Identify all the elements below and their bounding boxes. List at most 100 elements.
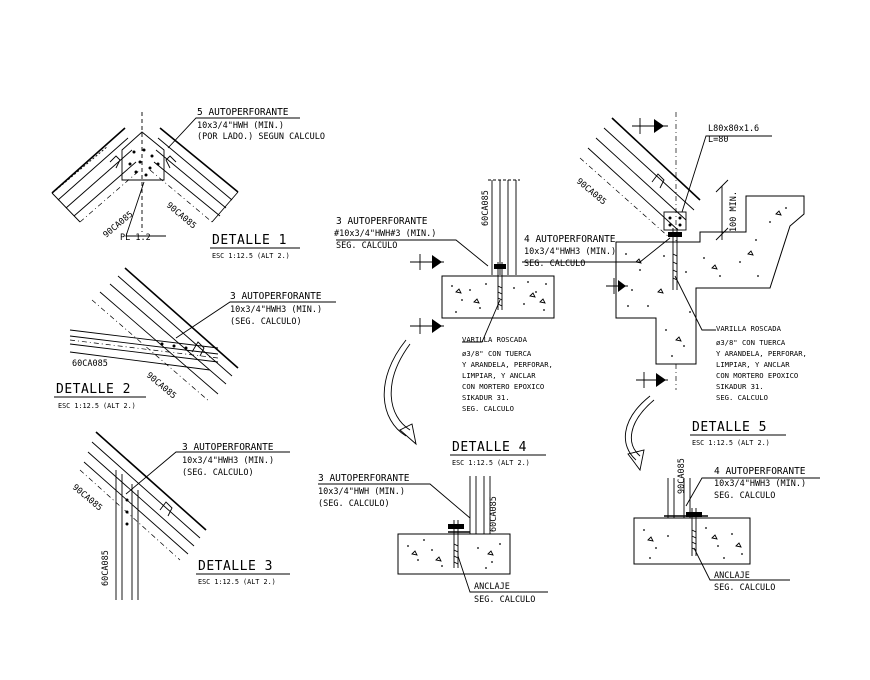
detail-5-section: L80x80x1.6 L=80 100 MIN. 90CA085 4 AUTOP… <box>522 112 807 472</box>
detail-1-note-line-1: 5 AUTOPERFORANTE <box>197 107 289 118</box>
detail-5-top-note-line-2: 10x3/4"HWH3 (MIN.) <box>524 247 616 257</box>
detail-5-scale: ESC 1:12.5 (ALT 2.) <box>692 439 770 447</box>
detail-5-rod-line-7: SEG. CALCULO <box>716 393 768 402</box>
detail-2-note-line-1: 3 AUTOPERFORANTE <box>230 291 322 302</box>
detail-5-rod-leader <box>674 275 716 331</box>
detail-4-bottom-anchor <box>448 520 470 568</box>
detail-5-rod-line-3: Y ARANDELA, PERFORAR, <box>716 349 807 358</box>
detail-4-bottom-note-line-1: 3 AUTOPERFORANTE <box>318 473 410 484</box>
detail-4-rod-line-2: ø3/8" CON TUERCA <box>462 349 532 358</box>
detail-5-top-note-line-3: SEG. CALCULO <box>524 259 585 269</box>
detail-5-concrete-beam <box>615 195 805 365</box>
detail-1-leader <box>167 117 300 149</box>
detail-1-member-right: 90CA085 <box>164 201 198 232</box>
detail-2-note-line-3: (SEG. CALCULO) <box>230 317 302 327</box>
detail-5-angle-line-2: L=80 <box>708 135 728 145</box>
detail-2-top-chord <box>91 267 239 403</box>
detail-4-section: 3 AUTOPERFORANTE #10x3/4"HWH#3 (MIN.) SE… <box>334 179 555 446</box>
detail-5-rod-line-5: CON MORTERO EPOXICO <box>716 371 798 380</box>
detail-1-scale: ESC 1:12.5 (ALT 2.) <box>212 252 290 260</box>
detail-5: DETALLE 5 ESC 1:12.5 (ALT 2.) 4 AU <box>633 420 820 593</box>
detail-1-note-line-2: 10x3/4"HWH (MIN.) <box>197 121 284 131</box>
detail-4-post-label: 60CA085 <box>481 190 491 226</box>
detail-3-note-line-3: (SEG. CALCULO) <box>182 468 254 478</box>
detail-5-rod-line-4: LIMPIAR, Y ANCLAR <box>716 360 790 369</box>
detail-5-dimension-label: 100 MIN. <box>729 191 739 232</box>
detail-4-anchor-line-2: SEG. CALCULO <box>474 595 535 605</box>
detail-5-anchor-line-2: SEG. CALCULO <box>714 583 775 593</box>
detail-4-anchor-rod <box>494 262 506 310</box>
detail-2-bottom-chord <box>69 329 219 371</box>
detail-5-anchor-leader <box>693 547 790 581</box>
detail-5-bottom-post <box>667 478 691 518</box>
detail-3: 3 AUTOPERFORANTE 10x3/4"HWH3 (MIN.) (SEG… <box>70 431 290 600</box>
detail-5-bottom-note-line-1: 4 AUTOPERFORANTE <box>714 466 806 477</box>
detail-1-left-rafter <box>51 127 141 223</box>
detail-5-top-note-line-1: 4 AUTOPERFORANTE <box>524 234 616 245</box>
detail-5-dimension <box>715 179 729 241</box>
detail-5-member-label: 90CA085 <box>574 177 608 208</box>
detail-4-bottom-leader <box>318 483 471 519</box>
detail-4-top-note-line-3: SEG. CALCULO <box>336 241 397 251</box>
detail-4-top-note-line-2: #10x3/4"HWH#3 (MIN.) <box>334 229 436 239</box>
detail-5-angle-line-1: L80x80x1.6 <box>708 124 759 134</box>
detail-5-rod-line-6: SIKADUR 31. <box>716 382 764 391</box>
detail-3-note-line-1: 3 AUTOPERFORANTE <box>182 442 274 453</box>
detail-5-bottom-member: 90CA085 <box>677 458 687 494</box>
detail-2-member-b: 90CA085 <box>144 371 178 402</box>
detail-4-top-leader <box>336 239 489 267</box>
detail-4-rod-line-3: Y ARANDELA, PERFORAR, <box>462 360 553 369</box>
detail-2-leader <box>175 301 336 339</box>
detail-4: DETALLE 4 ESC 1:12.5 (ALT 2.) 3 AU <box>318 440 548 605</box>
detail-5-angle-bracket <box>663 211 687 231</box>
detail-4-rod-line-4: LIMPIAR, Y ANCLAR <box>462 371 536 380</box>
detail-3-leader <box>125 451 290 495</box>
detail-4-bottom-post <box>469 476 491 534</box>
detail-5-anchor-line-1: ANCLAJE <box>714 571 750 581</box>
detail-3-rafter <box>79 431 207 561</box>
detail-4-rod-line-5: CON MORTERO EPOXICO <box>462 382 544 391</box>
detail-4-curved-arrow <box>383 339 417 446</box>
detail-2-member-a: 60CA085 <box>72 359 108 369</box>
detail-3-note-line-2: 10x3/4"HWH3 (MIN.) <box>182 456 274 466</box>
detail-4-bottom-post-label: 60CA085 <box>489 496 499 532</box>
detail-3-title: DETALLE 3 <box>198 559 273 574</box>
detail-4-rod-line-1: VARILLA ROSCADA <box>462 335 528 344</box>
detail-4-top-note-line-1: 3 AUTOPERFORANTE <box>336 216 428 227</box>
detail-5-bottom-leader <box>685 477 820 507</box>
detail-4-scale: ESC 1:12.5 (ALT 2.) <box>452 459 530 467</box>
detail-1-right-rafter <box>149 127 239 223</box>
detail-3-post <box>115 470 173 600</box>
detail-1-gusset-plate <box>109 131 177 181</box>
detail-4-post <box>488 179 520 275</box>
detail-5-angle-leader <box>681 135 772 213</box>
detail-4-rod-leader <box>462 299 501 343</box>
detail-5-rod-line-2: ø3/8" CON TUERCA <box>716 338 786 347</box>
detail-1-title: DETALLE 1 <box>212 233 287 248</box>
detail-4-section-marks <box>410 254 444 334</box>
detail-5-bottom-note-line-2: 10x3/4"HWH3 (MIN.) <box>714 479 806 489</box>
detail-2-note-line-2: 10x3/4"HWH3 (MIN.) <box>230 305 322 315</box>
detail-4-anchor-leader <box>457 555 548 593</box>
detail-5-rod-line-1: VARILLA ROSCADA <box>716 324 782 333</box>
detail-1-plate-label: PL 1.2 <box>120 233 151 243</box>
detail-5-rafter <box>579 117 701 239</box>
detail-4-title: DETALLE 4 <box>452 440 527 455</box>
detail-4-rod-line-6: SIKADUR 31. <box>462 393 510 402</box>
detail-4-bottom-note-line-3: (SEG. CALCULO) <box>318 499 390 509</box>
detail-1: 5 AUTOPERFORANTE 10x3/4"HWH (MIN.) (POR … <box>51 107 325 260</box>
detail-5-title: DETALLE 5 <box>692 420 767 435</box>
detail-4-rod-line-7: SEG. CALCULO <box>462 404 514 413</box>
detail-1-note-line-3: (POR LADO.) SEGUN CALCULO <box>197 132 325 142</box>
detail-2: 3 AUTOPERFORANTE 10x3/4"HWH3 (MIN.) (SEG… <box>54 267 336 410</box>
detail-5-bottom-note-line-3: SEG. CALCULO <box>714 491 775 501</box>
detail-2-scale: ESC 1:12.5 (ALT 2.) <box>58 402 136 410</box>
detail-5-curved-arrow <box>624 395 655 472</box>
detail-4-anchor-line-1: ANCLAJE <box>474 582 510 592</box>
detail-3-scale: ESC 1:12.5 (ALT 2.) <box>198 578 276 586</box>
detail-5-top-leader <box>522 237 671 263</box>
detail-5-bottom-anchor <box>664 508 708 556</box>
detail-4-bottom-note-line-2: 10x3/4"HWH (MIN.) <box>318 487 405 497</box>
detail-3-member-b: 60CA085 <box>101 550 111 586</box>
